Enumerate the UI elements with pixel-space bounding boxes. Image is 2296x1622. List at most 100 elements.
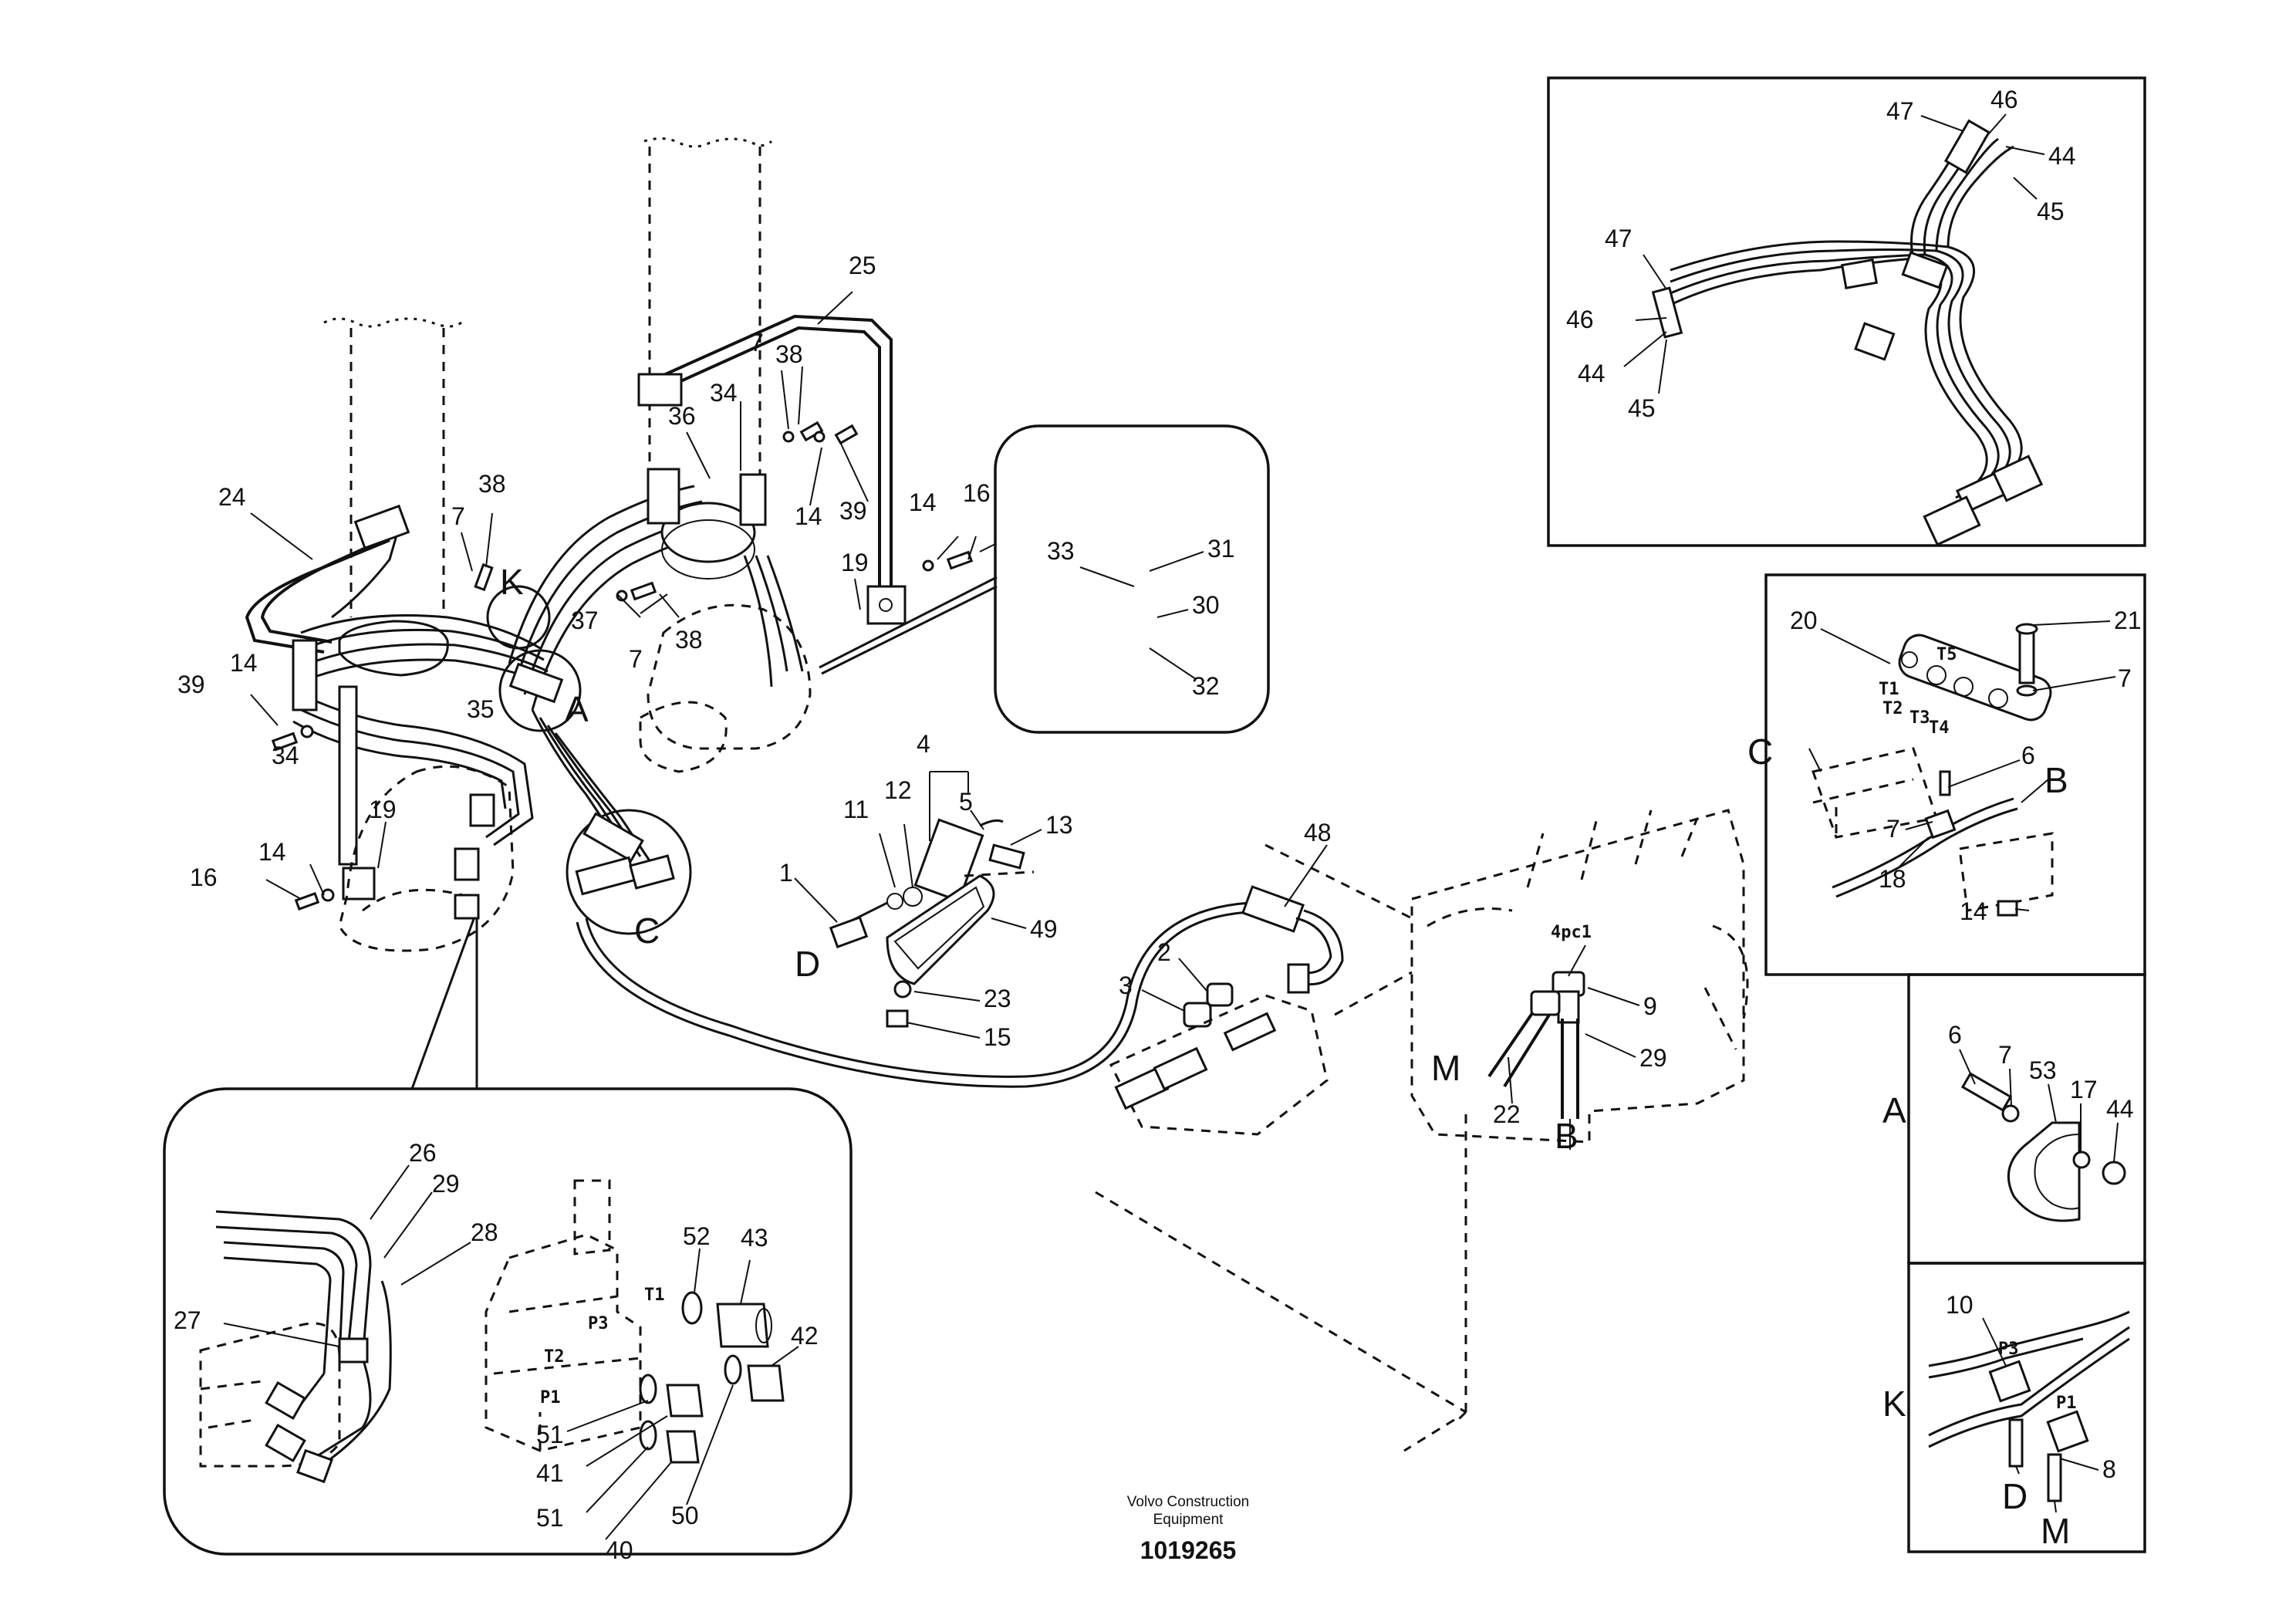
label-42: 42	[791, 1322, 819, 1350]
label-a-44: 44	[2106, 1095, 2134, 1123]
label-b-T2: T2	[544, 1347, 565, 1367]
label-4pc1: 4pc1	[1551, 923, 1592, 942]
footer: Volvo Construction Equipment 1019265	[1127, 1494, 1249, 1564]
label-49: 49	[1030, 915, 1058, 943]
label-a-6: 6	[1948, 1021, 1962, 1049]
label-8: 8	[2102, 1455, 2116, 1483]
label-top-47b: 47	[1605, 225, 1633, 252]
main-assembly	[245, 137, 1749, 1452]
label-41: 41	[536, 1459, 564, 1487]
inset-bottom-fittings	[199, 1179, 785, 1484]
label-20: 20	[1790, 607, 1818, 634]
label-b-P1: P1	[540, 1388, 561, 1407]
label-33: 33	[1047, 537, 1075, 565]
label-27: 27	[174, 1306, 201, 1334]
label-19: 19	[369, 796, 397, 823]
label-48: 48	[1304, 819, 1332, 846]
label-37: 37	[571, 607, 599, 634]
label-11: 11	[843, 796, 869, 823]
label-T3: T3	[1909, 708, 1930, 728]
label-17: 17	[2070, 1076, 2098, 1103]
label-53: 53	[2029, 1056, 2057, 1084]
label-10: 10	[1946, 1291, 1974, 1319]
company-name-line1: Volvo Construction	[1127, 1494, 1249, 1510]
label-inset-A: A	[1882, 1090, 1906, 1130]
fasteners-main	[271, 421, 974, 911]
label-A: A	[565, 689, 589, 729]
label-b-29: 29	[432, 1170, 460, 1198]
label-inset-B: B	[2044, 760, 2068, 800]
label-2: 2	[1157, 938, 1171, 966]
label-40: 40	[606, 1536, 633, 1564]
label-16b: 16	[963, 479, 991, 507]
label-top-44b: 44	[1578, 360, 1606, 387]
label-23: 23	[984, 985, 1011, 1012]
label-34: 34	[272, 742, 299, 769]
label-31: 31	[1207, 535, 1235, 563]
label-36: 36	[668, 402, 696, 430]
label-1: 1	[779, 859, 793, 887]
label-13: 13	[1045, 811, 1073, 839]
label-inset-C: C	[1747, 732, 1773, 772]
label-top-44a: 44	[2048, 142, 2076, 170]
label-7: 7	[451, 502, 465, 530]
label-T5: T5	[1936, 645, 1957, 664]
label-28: 28	[471, 1218, 498, 1246]
inset-c-manifold	[1811, 623, 2054, 917]
label-k-P1: P1	[2056, 1394, 2077, 1413]
label-c-14: 14	[1960, 897, 1987, 925]
label-14: 14	[230, 649, 258, 677]
label-32: 32	[1192, 672, 1220, 700]
label-4: 4	[917, 730, 930, 758]
label-39b: 39	[839, 497, 867, 525]
label-top-45a: 45	[2037, 198, 2065, 225]
label-29: 29	[1639, 1044, 1667, 1072]
label-14c: 14	[795, 502, 822, 530]
label-inset-K: K	[1882, 1384, 1906, 1424]
label-34b: 34	[710, 379, 738, 407]
label-c-6: 6	[2021, 742, 2035, 769]
label-c-7b: 7	[1886, 815, 1900, 843]
callout-labels: 24 38 7 K 39 14 34 35 16 14 19 25 38 7 3…	[174, 86, 2142, 1564]
label-k-M: M	[2041, 1511, 2070, 1551]
label-12: 12	[884, 776, 912, 804]
label-14b: 14	[258, 838, 286, 866]
label-16: 16	[190, 863, 218, 891]
label-22: 22	[1493, 1100, 1521, 1128]
label-14d: 14	[909, 488, 937, 516]
label-top-45b: 45	[1628, 394, 1656, 422]
label-43: 43	[741, 1224, 768, 1252]
label-19b: 19	[841, 549, 869, 576]
label-5: 5	[959, 788, 973, 816]
label-top-46b: 46	[1566, 306, 1594, 333]
label-9: 9	[1643, 992, 1657, 1020]
label-K: K	[500, 562, 524, 602]
label-T4: T4	[1929, 718, 1950, 738]
inset-top-hoses	[1651, 119, 2044, 546]
label-39: 39	[177, 671, 205, 698]
label-k-P3: P3	[1998, 1340, 2019, 1359]
label-51b: 51	[536, 1504, 564, 1532]
leader-lines	[223, 113, 2119, 1540]
label-50: 50	[671, 1502, 699, 1529]
drawing-number: 1019265	[1140, 1536, 1237, 1564]
label-B: B	[1555, 1116, 1578, 1156]
label-18: 18	[1879, 865, 1906, 893]
label-51a: 51	[536, 1421, 564, 1448]
company-name-line2: Equipment	[1153, 1512, 1224, 1528]
label-21: 21	[2114, 607, 2142, 634]
label-26: 26	[409, 1139, 437, 1167]
label-T1: T1	[1879, 680, 1899, 699]
label-35: 35	[467, 695, 495, 723]
inset-frames	[163, 76, 2146, 1556]
label-7c: 7	[629, 645, 643, 673]
label-25: 25	[849, 252, 876, 279]
label-top-46a: 46	[1990, 86, 2018, 113]
label-a-7: 7	[1998, 1041, 2012, 1069]
inset-k-tees	[1928, 1310, 2130, 1502]
label-b-P3: P3	[588, 1314, 609, 1333]
label-C: C	[634, 911, 660, 951]
label-38c: 38	[675, 626, 703, 654]
label-b-T1: T1	[644, 1286, 665, 1305]
label-15: 15	[984, 1023, 1011, 1051]
